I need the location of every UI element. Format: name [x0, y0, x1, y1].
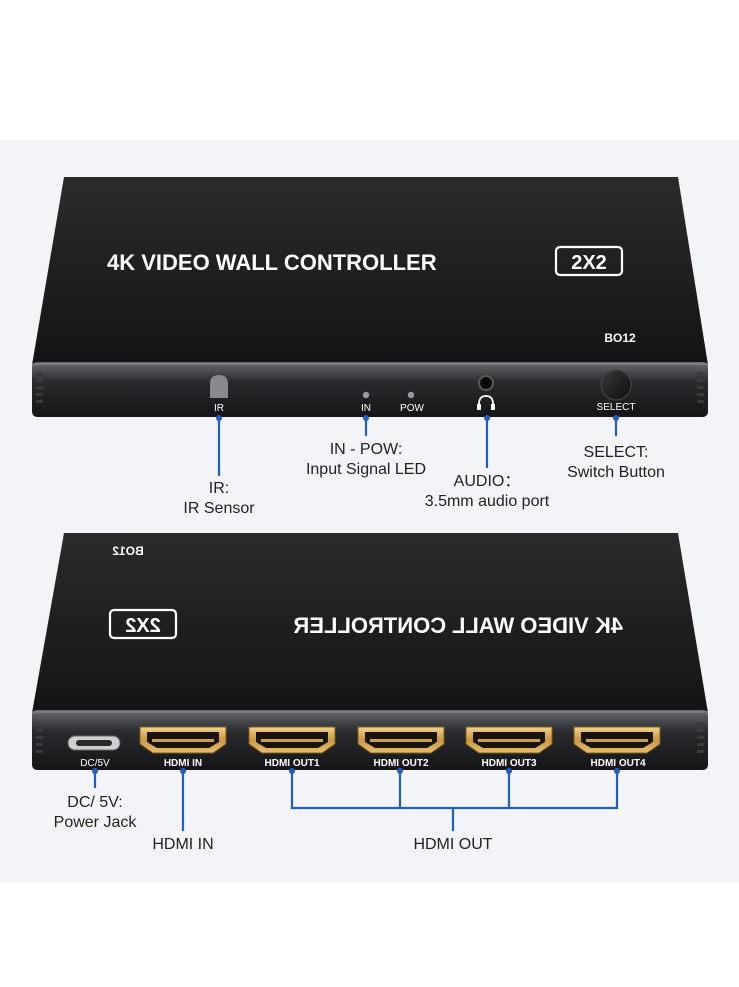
callout-dots — [92, 415, 620, 774]
hdmi-out2-port — [357, 726, 445, 754]
ir-callout-desc: IR Sensor — [183, 500, 255, 517]
hdmi-out1-label: HDMI OUT1 — [265, 758, 320, 769]
front-model: BO12 — [604, 331, 636, 345]
led-callout: IN - POW: Input Signal LED — [296, 440, 436, 480]
ir-sensor — [210, 375, 228, 398]
rear-device: 4K VIDEO WALL CONTROLLER 2X2 BO12 DC/5V … — [32, 533, 708, 770]
pow-label: POW — [400, 403, 424, 414]
hdmi-in-label: HDMI IN — [164, 758, 202, 769]
select-label: SELECT — [597, 402, 636, 413]
left-vent-front — [36, 372, 43, 403]
select-callout-desc: Switch Button — [567, 464, 665, 481]
hdmi-out2-label: HDMI OUT2 — [374, 758, 429, 769]
hdmi-in-port — [139, 726, 227, 754]
hdmi-out3-label: HDMI OUT3 — [482, 758, 537, 769]
right-vent-rear — [697, 722, 704, 753]
select-callout: SELECT: Switch Button — [556, 443, 676, 483]
hdmi-out4-label: HDMI OUT4 — [591, 758, 646, 769]
power-callout-title: DC/ 5V: — [67, 794, 123, 811]
dc-label: DC/5V — [80, 758, 110, 769]
hdmi-out4-port — [573, 726, 661, 754]
right-vent-front — [697, 372, 704, 403]
led-callout-desc: Input Signal LED — [305, 461, 427, 478]
in-label: IN — [361, 403, 371, 414]
pow-led — [407, 391, 415, 399]
audio-callout: AUDIO： 3.5mm audio port — [412, 472, 562, 512]
hdmi-out-callout: HDMI OUT — [403, 835, 503, 855]
front-device-face — [32, 362, 708, 417]
left-vent-rear — [36, 722, 43, 753]
rear-title-mirrored: 4K VIDEO WALL CONTROLLER — [293, 613, 623, 638]
audio-callout-title: AUDIO： — [453, 473, 521, 490]
rear-badge-mirrored: 2X2 — [125, 615, 161, 637]
front-badge-box — [554, 245, 624, 277]
front-device: 4K VIDEO WALL CONTROLLER 2X2 BO12 IR IN … — [32, 177, 708, 417]
hdmi-in-callout-title: HDMI IN — [152, 836, 214, 853]
hdmi-out-bracket — [290, 771, 619, 831]
hdmi-in-callout: HDMI IN — [133, 835, 233, 855]
ir-callout-title: IR: — [208, 480, 230, 497]
hdmi-out-callout-title: HDMI OUT — [413, 836, 493, 853]
rear-badge-box — [108, 608, 178, 640]
ir-label: IR — [214, 403, 224, 414]
power-callout: DC/ 5V: Power Jack — [45, 793, 145, 833]
rear-model-mirrored: BO12 — [112, 544, 144, 558]
hdmi-out1-port — [248, 726, 336, 754]
select-button — [600, 369, 632, 401]
power-callout-desc: Power Jack — [53, 814, 137, 831]
front-device-top — [32, 177, 708, 365]
callout-lines — [93, 418, 619, 831]
front-badge: 2X2 — [571, 252, 607, 274]
select-callout-title: SELECT: — [583, 444, 649, 461]
front-title: 4K VIDEO WALL CONTROLLER — [107, 250, 437, 275]
rear-device-top — [32, 533, 708, 713]
headphone-icon — [477, 395, 495, 410]
in-led — [362, 391, 370, 399]
led-callout-title: IN - POW: — [329, 441, 403, 458]
audio-callout-desc: 3.5mm audio port — [424, 493, 550, 510]
ir-callout: IR: IR Sensor — [159, 479, 279, 519]
hdmi-out3-port — [465, 726, 553, 754]
